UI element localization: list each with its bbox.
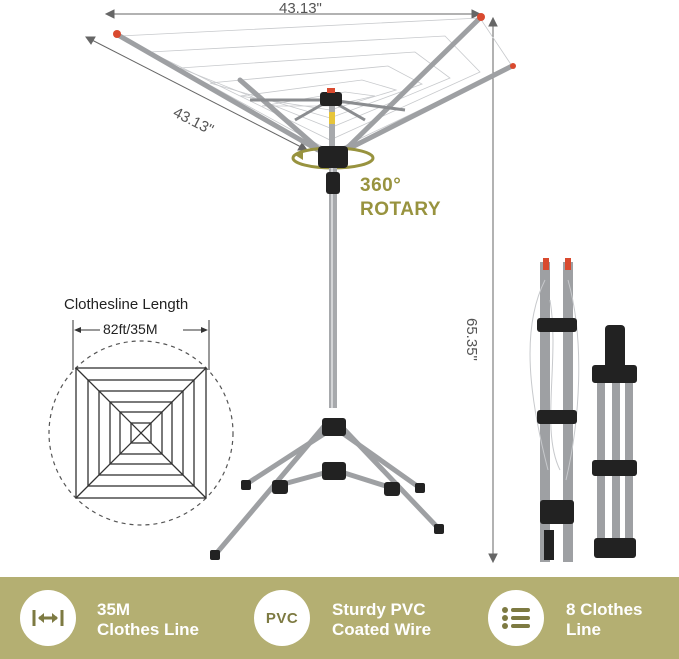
pvc-icon: PVC	[254, 590, 310, 646]
rotary-degree: 360°	[360, 175, 402, 196]
main-pole	[326, 168, 340, 408]
height-dimension-line	[488, 16, 498, 564]
folded-dryer-stand	[592, 325, 637, 558]
feature-line-length: 35M Clothes Line	[97, 600, 200, 639]
height-label: 65.35"	[463, 318, 480, 361]
feature-clothes-lines: 8 Clothes Line	[566, 600, 643, 639]
dryer-arms	[115, 15, 515, 153]
top-dimension-line	[104, 9, 482, 19]
side-dimension-line	[85, 36, 308, 151]
tripod-legs	[212, 422, 443, 558]
feature-pvc-wire: Sturdy PVC Coated Wire	[332, 600, 432, 639]
clothes-lines-web	[118, 17, 513, 153]
hub-top	[320, 88, 342, 146]
arm-end-caps	[113, 13, 516, 69]
list-icon	[488, 590, 544, 646]
rotary-callout: 360° ROTARY	[360, 174, 441, 222]
clothesline-title: Clothesline Length	[64, 296, 189, 313]
clothesline-length: 82ft/35M	[103, 321, 158, 337]
double-arrow-icon	[20, 590, 76, 646]
feature-bar: 35M Clothes Line PVC Sturdy PVC Coated W…	[0, 577, 679, 659]
tripod-joints	[210, 418, 444, 560]
folded-dryer-with-lines	[529, 258, 580, 562]
clothesline-diagram	[48, 320, 234, 526]
product-illustration: 43.13" 43.13" 65.35" 360° ROTARY Clothes…	[48, 0, 637, 564]
rotary-word: ROTARY	[360, 199, 442, 220]
dryer-drawing	[48, 9, 637, 564]
top-width-label: 43.13"	[279, 0, 322, 17]
